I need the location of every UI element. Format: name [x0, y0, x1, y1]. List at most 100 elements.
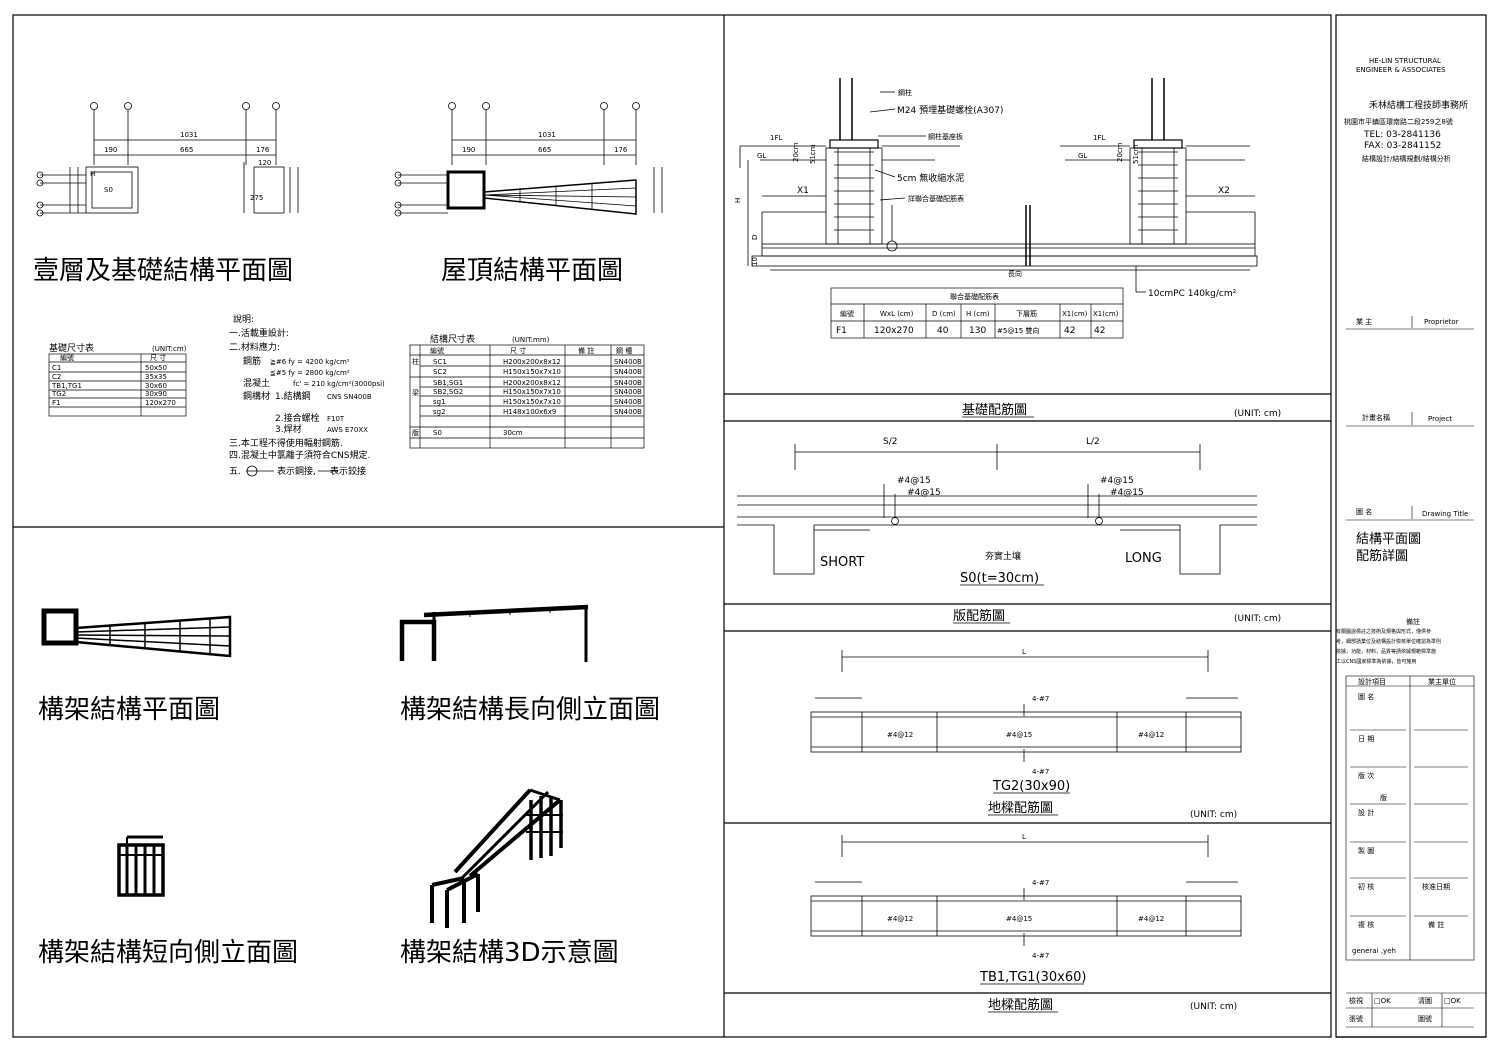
struct-g1-r1-code: SB2,SG2: [433, 388, 463, 396]
combined-r2: 40: [937, 326, 949, 336]
label-d: D: [751, 235, 759, 240]
struct-g2-r0-code: S0: [433, 429, 442, 437]
plan-first-floor: [36, 102, 299, 217]
notes-line-1: 一.活載重設計:: [229, 327, 289, 339]
plan2-dim-a: 190: [462, 146, 475, 154]
found-row-4-code: F1: [52, 399, 60, 407]
beam1-name: TG2(30x90): [992, 779, 1070, 794]
footer-sheet-no-label: 張號: [1349, 1014, 1363, 1023]
row-approval-date: 核准日期: [1422, 882, 1450, 891]
drawing-title-label-en: Drawing Title: [1422, 510, 1468, 518]
found-table-h1: 尺 寸: [150, 353, 166, 362]
label-steel-column: 鋼柱: [898, 88, 912, 97]
struct-table-h3: 鋼 種: [616, 346, 632, 355]
table-items-header: 設計項目: [1358, 677, 1386, 686]
plan2-dim-b: 665: [538, 146, 551, 154]
combined-r5: 42: [1064, 326, 1075, 336]
found-row-1-code: C2: [52, 373, 61, 381]
firm-services: 結構設計/結構規劃/結構分析: [1362, 154, 1451, 163]
notes-line-3: 三.本工程不得使用輻射鋼筋.: [229, 437, 343, 449]
remark-title: 備註: [1406, 617, 1420, 626]
slab-soil-label: 夯實土壤: [985, 550, 1021, 562]
slab-l2: L/2: [1086, 437, 1100, 447]
footer-ok-2[interactable]: □OK: [1444, 997, 1461, 1005]
struct-g0-r1-size: H150x150x7x10: [503, 368, 561, 376]
slab-name: S0(t=30cm): [960, 571, 1039, 586]
slab-rebar-2: #4@15: [907, 488, 941, 498]
struct-g1-r2-size: H150x150x7x10: [503, 398, 561, 406]
project-label-en: Project: [1428, 415, 1452, 423]
combined-h6: X1(cm): [1093, 310, 1119, 318]
firm-fax: FAX: 03-2841152: [1364, 141, 1441, 151]
notes-rebar-label: 鋼筋: [243, 355, 261, 367]
drawing-title-label: 圖 名: [1356, 507, 1372, 516]
notes-steel-2: 2.接合螺栓: [275, 412, 320, 424]
plan2-title: 屋頂結構平面圖: [441, 256, 623, 286]
frame-long-elevation: [399, 604, 589, 662]
remark-line-3: 依據，功能，材料，品質等請依據規範標準施: [1336, 648, 1436, 655]
found-table-unit: (UNIT:cm): [152, 345, 187, 353]
design-notes: 說明: 一.活載重設計: 二.材料應力: 鋼筋 ≧#6 fy = 4200 kg…: [229, 313, 385, 477]
slab-unit: (UNIT: cm): [1234, 614, 1281, 624]
label-51cm-right: 51cm: [1132, 144, 1140, 164]
label-pc: 10cmPC 140kg/cm²: [1148, 289, 1237, 299]
foundation-unit: (UNIT: cm): [1234, 409, 1281, 419]
combined-r0: F1: [836, 326, 847, 336]
found-row-1-size: 35x35: [145, 373, 167, 381]
footer-ok-1[interactable]: □OK: [1374, 997, 1391, 1005]
found-row-4-size: 120x270: [145, 399, 176, 407]
row-second-check: 複 核: [1358, 920, 1374, 929]
structure-size-table: [409, 344, 645, 449]
label-fl-right: 1FL: [1093, 134, 1105, 142]
remark-line-4: 工以CNS國家標準為依據，皆可施用: [1336, 658, 1416, 665]
beam-tg2-elevation: [810, 650, 1242, 762]
plan2-dim-total: 1031: [538, 131, 556, 139]
frame-3d-view: [430, 788, 563, 928]
struct-table-h2: 備 註: [578, 346, 594, 355]
beam2-unit: (UNIT: cm): [1190, 1002, 1237, 1012]
struct-g1-r3-code: sg2: [433, 408, 446, 416]
plan1-dim-c: 176: [256, 146, 270, 154]
beam1-stirrup-3: #4@12: [1138, 731, 1164, 739]
combined-r1: 120x270: [874, 326, 914, 336]
notes-concrete-label: 混凝土: [243, 377, 270, 389]
beam1-stirrup-2: #4@15: [1006, 731, 1032, 739]
row-remarks: 備 註: [1428, 920, 1444, 929]
slab-section: [737, 444, 1257, 575]
beam2-name: TB1,TG1(30x60): [979, 970, 1086, 985]
label-grout: 5cm 無收縮水泥: [897, 172, 964, 184]
frame-plan-view: [41, 608, 232, 658]
beam2-stirrup-1: #4@12: [887, 915, 913, 923]
beam1-l: L: [1022, 648, 1026, 656]
struct-group-1: 梁: [412, 388, 419, 397]
notes-rigid-text: 表示鋼接,: [277, 465, 316, 477]
frame-3d-title: 構架結構3D示意圖: [400, 938, 619, 968]
combined-r6: 42: [1094, 326, 1105, 336]
plan1-dim-a: 190: [104, 146, 117, 154]
combined-footing-table: [830, 287, 1124, 339]
struct-g0-r1-code: SC2: [433, 368, 447, 376]
plan1-slab-label: S0: [104, 186, 113, 194]
struct-g1-r3-grade: SN400B: [614, 408, 642, 416]
plan1-title: 壹層及基礎結構平面圖: [33, 256, 293, 286]
firm-english-2: ENGINEER & ASSOCIATES: [1356, 66, 1446, 74]
footer-drawing-no-label: 圖號: [1418, 1014, 1432, 1023]
slab-short-label: SHORT: [820, 555, 864, 570]
row-name: 圖 名: [1358, 692, 1374, 701]
label-fl-left: 1FL: [770, 134, 782, 142]
combined-h0: 編號: [840, 309, 854, 318]
combined-table-title: 聯合基礎配筋表: [950, 292, 999, 301]
label-long-dir: 長向: [1008, 269, 1022, 278]
struct-g1-r2-code: sg1: [433, 398, 446, 406]
label-20cm-right: 20cm: [1116, 142, 1124, 162]
owner-label: 業 主: [1356, 317, 1372, 326]
struct-g1-r1-grade: SN400B: [614, 388, 642, 396]
row-version: 版 次: [1358, 771, 1374, 780]
struct-g1-r3-size: H148x100x6x9: [503, 408, 556, 416]
notes-line-4: 四.混凝土中氯離子須符合CNS規定.: [229, 449, 370, 461]
found-row-3-size: 30x90: [145, 390, 167, 398]
plan1-dim-b: 665: [180, 146, 193, 154]
signer-name: generai ,yeh: [1352, 947, 1396, 955]
row-drafting: 製 圖: [1358, 846, 1374, 855]
